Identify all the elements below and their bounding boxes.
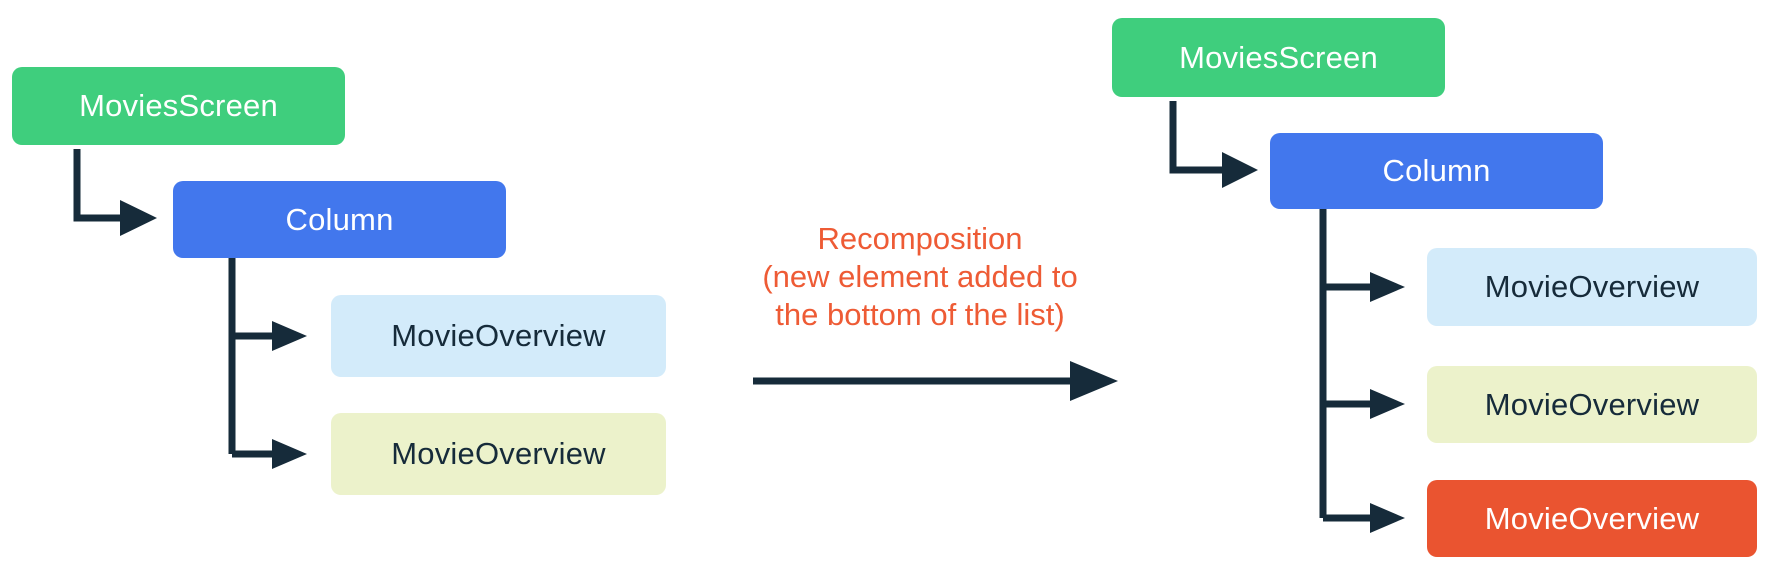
arrowhead-icon bbox=[1370, 389, 1405, 419]
annotation-line-2: (new element added to bbox=[762, 259, 1078, 294]
arrowhead-icon bbox=[272, 439, 307, 469]
left-movie-overview-2-node: MovieOverview bbox=[331, 413, 666, 495]
right-movie-overview-2-node: MovieOverview bbox=[1427, 366, 1757, 443]
left-column-node: Column bbox=[173, 181, 506, 258]
right-elbow-connector bbox=[1169, 101, 1224, 174]
annotation-line-1: Recomposition bbox=[817, 221, 1023, 256]
left-movies-screen-node: MoviesScreen bbox=[12, 67, 345, 145]
arrowhead-icon bbox=[1070, 361, 1118, 401]
arrowhead-icon bbox=[120, 200, 157, 236]
left-elbow-connector bbox=[73, 149, 122, 222]
left-movie-overview-1-node: MovieOverview bbox=[331, 295, 666, 377]
recomposition-annotation: Recomposition (new element added to the … bbox=[660, 220, 1180, 334]
arrowhead-icon bbox=[1370, 503, 1405, 533]
right-column-node: Column bbox=[1270, 133, 1603, 209]
arrowhead-icon bbox=[1222, 152, 1258, 188]
annotation-line-3: the bottom of the list) bbox=[775, 297, 1065, 332]
right-movies-screen-node: MoviesScreen bbox=[1112, 18, 1445, 97]
right-movie-overview-1-node: MovieOverview bbox=[1427, 248, 1757, 326]
arrowhead-icon bbox=[272, 321, 307, 351]
right-movie-overview-3-node: MovieOverview bbox=[1427, 480, 1757, 557]
arrowhead-icon bbox=[1370, 272, 1405, 302]
